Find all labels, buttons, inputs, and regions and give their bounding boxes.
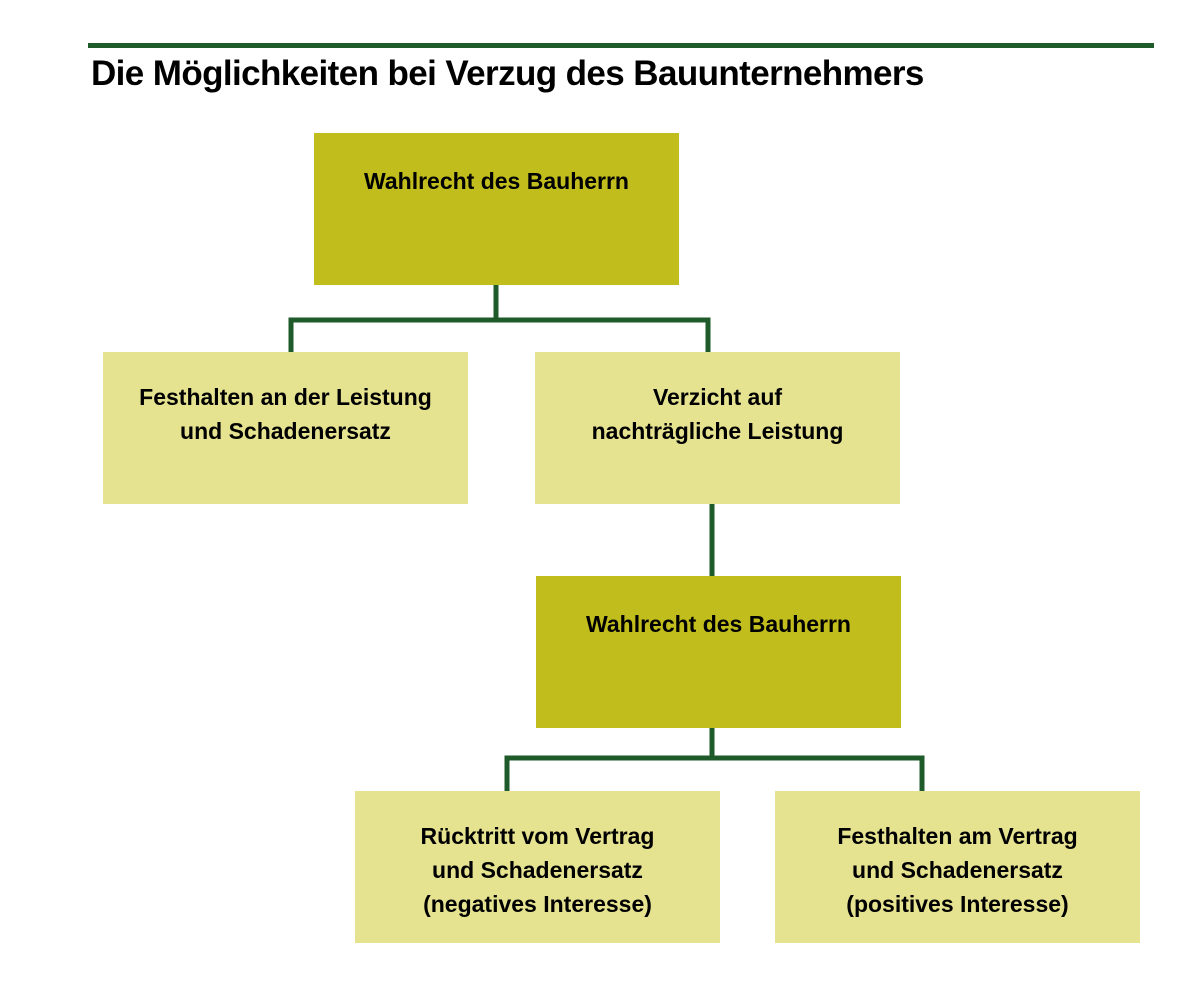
left-node-line-2: und Schadenersatz — [180, 418, 391, 444]
page-title: Die Möglichkeiten bei Verzug des Bauunte… — [91, 54, 924, 93]
right-node-line-2: nachträgliche Leistung — [591, 418, 844, 444]
bottom-left-node-line-3: (negatives Interesse) — [423, 891, 652, 917]
left-node: Festhalten an der Leistung und Schadener… — [103, 352, 468, 504]
bottom-left-node: Rücktritt vom Vertrag und Schadenersatz … — [355, 791, 720, 943]
right-node: Verzicht auf nachträgliche Leistung — [535, 352, 900, 504]
mid-node: Wahlrecht des Bauherrn — [536, 576, 901, 728]
title-rule — [88, 43, 1154, 48]
bottom-right-node-line-2: und Schadenersatz — [852, 857, 1063, 883]
bottom-right-node-line-3: (positives Interesse) — [846, 891, 1069, 917]
bottom-left-node-line-2: und Schadenersatz — [432, 857, 643, 883]
bottom-right-node-line-1: Festhalten am Vertrag — [837, 823, 1078, 849]
right-node-line-1: Verzicht auf — [652, 384, 783, 410]
bottom-right-node: Festhalten am Vertrag und Schadenersatz … — [775, 791, 1140, 943]
bottom-left-node-line-1: Rücktritt vom Vertrag — [420, 823, 655, 849]
root-node: Wahlrecht des Bauherrn — [314, 133, 679, 285]
mid-node-label: Wahlrecht des Bauherrn — [586, 611, 851, 637]
left-node-line-1: Festhalten an der Leistung — [139, 384, 432, 410]
root-node-label: Wahlrecht des Bauherrn — [364, 168, 629, 194]
